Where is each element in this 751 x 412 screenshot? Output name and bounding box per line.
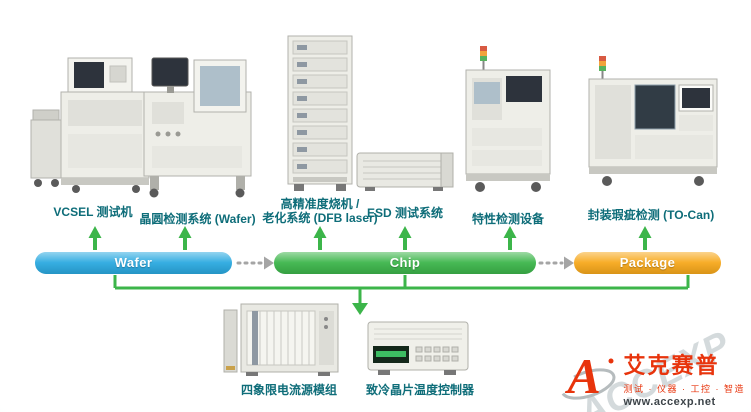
characteristic-tester-illustration — [465, 46, 551, 192]
label-temperature-controller: 致冷晶片温度控制器 — [355, 383, 485, 397]
flow-stage-wafer: Wafer — [35, 252, 232, 274]
label-text: 致冷晶片温度控制器 — [365, 383, 474, 397]
wafer-inspection-illustration — [143, 57, 252, 198]
label-text: 晶圆检测系统 (Wafer) — [139, 212, 256, 226]
logo-letter: A — [567, 348, 601, 404]
label-text: 四象限电流源模组 — [240, 383, 337, 397]
equipment-package-defect-inspector — [585, 54, 721, 194]
logo-swoosh-icon — [560, 358, 615, 400]
equipment-esd-tester — [355, 147, 455, 195]
flow-stage-chip-label: Chip — [389, 255, 421, 270]
equipment-tec-temperature-controller — [366, 320, 470, 378]
brand-text: 艾克赛普 测试 · 仪器 · 工控 · 智造 www.accexp.net — [624, 348, 746, 408]
flow-stage-package-label: Package — [619, 255, 676, 270]
brand-logo-row: A 艾克赛普 测试 · 仪器 · 工控 · 智造 www.accexp.net — [559, 348, 746, 408]
label-wafer-inspection: 晶圆检测系统 (Wafer) — [130, 212, 265, 226]
burn-in-rack-illustration — [287, 35, 353, 191]
label-text: 高精准度烧机 / — [280, 197, 360, 211]
package-defect-inspector-illustration — [588, 56, 718, 186]
vcsel-tester-illustration — [30, 57, 150, 193]
accexp-logo: A — [559, 348, 617, 406]
flow-stage-package: Package — [574, 252, 721, 274]
current-source-module-illustration — [223, 303, 339, 376]
esd-tester-illustration — [356, 152, 454, 191]
label-text: 特性检测设备 — [471, 212, 544, 226]
equipment-vcsel-tester — [28, 40, 153, 193]
label-vcsel-tester: VCSEL 测试机 — [28, 205, 158, 219]
label-burn-in-system: 高精准度烧机 / 老化系统 (DFB laser) — [256, 197, 384, 225]
label-current-source-module: 四象限电流源模组 — [222, 383, 356, 397]
temperature-controller-illustration — [367, 321, 469, 375]
label-text: 老化系统 (DFB laser) — [262, 211, 378, 225]
brand-name: 艾克赛普 — [623, 353, 720, 378]
label-package-defect-inspector: 封装瑕疵检测 (TO-Can) — [578, 208, 724, 222]
label-esd-test-system: ESD 测试系统 — [350, 206, 460, 220]
label-text: 封装瑕疵检测 (TO-Can) — [587, 208, 715, 222]
brand-block: ACCEXP A 艾克赛普 测试 · 仪器 · 工控 · 智造 www.acce… — [559, 323, 746, 412]
flow-stage-wafer-label: Wafer — [114, 255, 153, 270]
label-characteristic-tester: 特性检测设备 — [453, 212, 563, 226]
label-text: VCSEL 测试机 — [53, 205, 133, 219]
brand-website: www.accexp.net — [623, 396, 716, 408]
equipment-four-quadrant-current-source — [222, 302, 340, 378]
label-text: ESD 测试系统 — [366, 206, 443, 220]
equipment-burn-in-rack — [284, 34, 356, 194]
flow-stage-chip: Chip — [274, 252, 536, 274]
equipment-wafer-inspection — [140, 50, 255, 198]
equipment-characteristic-tester — [460, 44, 556, 194]
brand-tagline: 测试 · 仪器 · 工控 · 智造 — [623, 384, 745, 394]
